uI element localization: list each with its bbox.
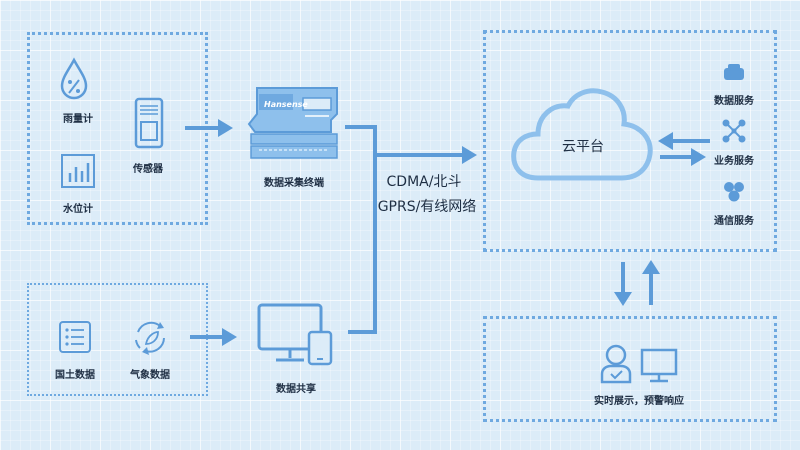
data-share-label: 数据共享	[276, 384, 316, 395]
display-group-box	[483, 316, 777, 422]
cloud-label: 云平台	[562, 139, 604, 155]
water-level-label: 水位计	[63, 204, 93, 215]
person-monitor-icon	[600, 344, 678, 384]
data-terminal-device-icon	[247, 87, 338, 159]
business-service-label: 业务服务	[714, 156, 754, 167]
list-document-icon	[59, 321, 91, 353]
monitor-phone-icon	[257, 303, 333, 366]
sensor-device-icon	[134, 97, 164, 149]
network-line1: CDMA/北斗	[386, 174, 462, 190]
bar-chart-icon	[61, 154, 95, 188]
rain-gauge-label: 雨量计	[63, 114, 93, 125]
database-icon	[724, 64, 744, 80]
cloud-group-box	[483, 30, 777, 252]
terminal-label: 数据采集终端	[264, 178, 324, 189]
weather-data-label: 气象数据	[130, 370, 170, 381]
recycle-leaf-icon	[135, 321, 165, 355]
sensor-label: 传感器	[133, 164, 163, 175]
data-service-label: 数据服务	[714, 96, 754, 107]
network-line2: GPRS/有线网络	[377, 199, 477, 215]
hexagon-cluster-icon	[724, 182, 744, 202]
cloud-icon	[511, 88, 653, 181]
connector-share-bus	[348, 155, 377, 334]
water-drop-percent-icon	[60, 57, 88, 100]
external-data-group-box	[27, 283, 208, 396]
realtime-label: 实时展示，预警响应	[594, 396, 684, 407]
network-nodes-icon	[722, 119, 746, 143]
land-data-label: 国土数据	[55, 370, 95, 381]
terminal-brand: Hansense	[264, 100, 308, 109]
connector-terminal-bus	[345, 125, 377, 155]
comm-service-label: 通信服务	[714, 216, 754, 227]
